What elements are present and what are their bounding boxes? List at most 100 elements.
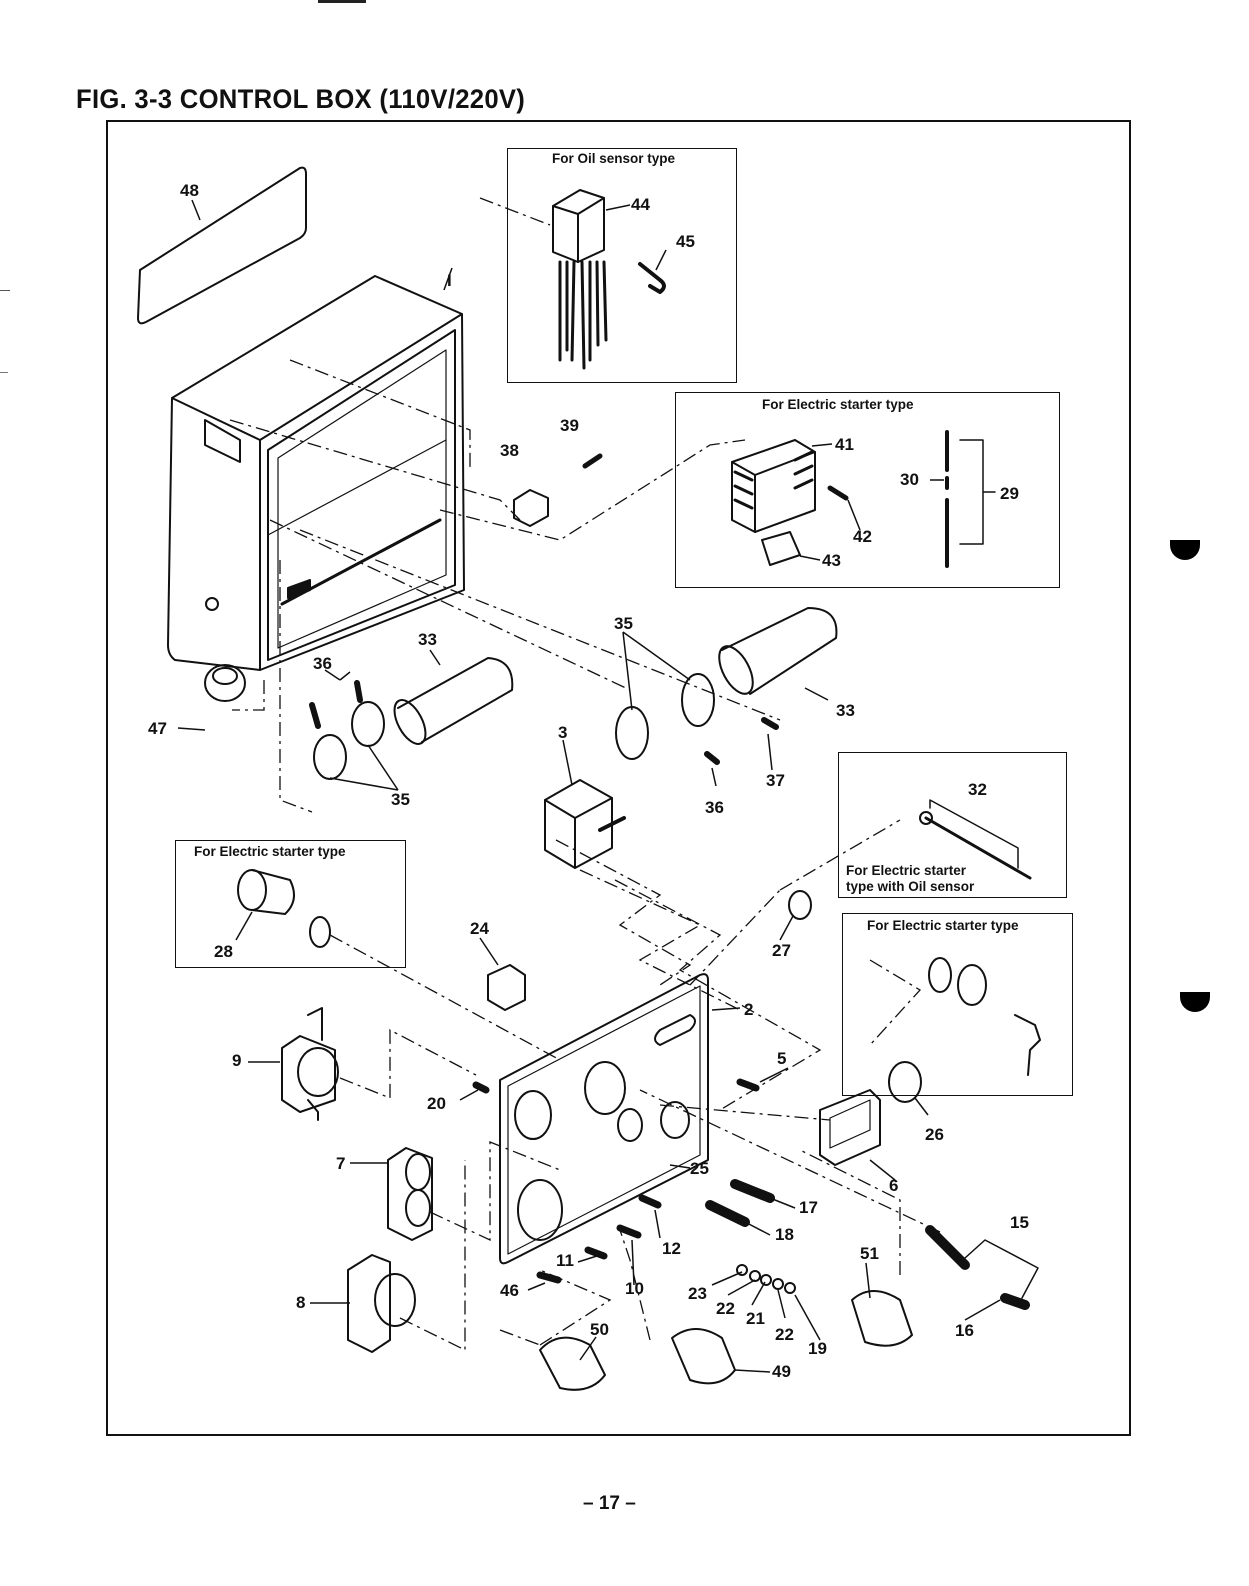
callout-7: 7 (336, 1154, 346, 1173)
fuse-holder-15 (925, 1225, 970, 1270)
wire-32 (924, 816, 1032, 880)
callout-35: 35 (391, 790, 410, 809)
key (1014, 1014, 1041, 1076)
rectifier-41 (731, 439, 816, 533)
callout-50: 50 (590, 1320, 609, 1339)
callout-3: 3 (558, 723, 568, 742)
terminal-38 (513, 489, 549, 527)
inset-electric-starter-oil-sensor: For Electric starter type with Oil senso… (838, 752, 1067, 898)
callout-29: 29 (1000, 484, 1019, 503)
callout-43: 43 (822, 551, 841, 570)
callout-28: 28 (214, 942, 233, 961)
binder-hole-mark (1180, 992, 1210, 1012)
receptacle-9 (281, 1007, 339, 1121)
callout-30: 30 (900, 470, 919, 489)
callout-44: 44 (631, 195, 650, 214)
callout-11: 11 (556, 1251, 574, 1270)
fuse-17 (730, 1179, 775, 1203)
callout-37: 37 (766, 771, 785, 790)
callout-33: 33 (418, 630, 437, 649)
connector-43 (761, 531, 801, 566)
band-35 (351, 701, 385, 747)
fuse-cap-16 (1000, 1293, 1030, 1310)
callout-1: I (447, 271, 452, 290)
binder-hole-mark (1170, 540, 1200, 560)
callout-23: 23 (688, 1284, 707, 1303)
label-plate-48 (137, 166, 307, 325)
knob-26 (888, 1061, 922, 1103)
margin-mark (0, 372, 8, 373)
inset-electric-starter-rectifier: For Electric starter type (675, 392, 1060, 588)
callout-32: 32 (968, 780, 987, 799)
key-switch-28 (237, 869, 331, 948)
inset-oil-sensor: For Oil sensor type (507, 148, 737, 383)
callout-36: 36 (705, 798, 724, 817)
top-edge-mark (318, 0, 366, 3)
band-35 (313, 734, 347, 780)
oil-sensor-unit-44 (552, 189, 608, 370)
callout-35: 35 (614, 614, 633, 633)
callout-9: 9 (232, 1051, 242, 1070)
callout-27: 27 (772, 941, 791, 960)
screw-39 (582, 453, 603, 469)
front-panel-2 (499, 973, 709, 1265)
inset-electric-starter-key-switch: For Electric starter type (175, 840, 406, 968)
callout-51: 51 (860, 1244, 879, 1263)
callout-49: 49 (772, 1362, 791, 1381)
inset-caption: For Electric starter type (867, 918, 1019, 933)
inset-caption-line2: type with Oil sensor (846, 879, 975, 894)
knob-27 (788, 890, 812, 920)
callout-17: 17 (799, 1198, 818, 1217)
callout-8: 8 (296, 1293, 306, 1312)
band-35 (615, 706, 649, 760)
margin-mark (0, 290, 10, 291)
band-35 (681, 673, 715, 727)
capacitor-33-right (718, 607, 838, 695)
capacitor-33-left (393, 657, 514, 745)
duplex-receptacle-7 (387, 1147, 433, 1241)
callout-33: 33 (836, 701, 855, 720)
callout-47: 47 (148, 719, 167, 738)
callout-12: 12 (662, 1239, 681, 1258)
screw-45 (638, 262, 666, 294)
callout-16: 16 (955, 1321, 974, 1340)
callout-20: 20 (427, 1094, 446, 1113)
fuse-18 (705, 1200, 750, 1227)
receptacle-50 (539, 1336, 606, 1391)
inset-electric-starter-key: For Electric starter type (842, 913, 1073, 1096)
screw-42 (827, 485, 849, 501)
receptacle-49 (671, 1328, 736, 1385)
callout-39: 39 (560, 416, 579, 435)
receptacle-51 (851, 1290, 913, 1347)
figure-title: FIG. 3-3 CONTROL BOX (110V/220V) (76, 84, 526, 114)
callout-42: 42 (853, 527, 872, 546)
inset-caption: For Oil sensor type (552, 151, 676, 166)
callout-26: 26 (925, 1125, 944, 1144)
callout-41: 41 (835, 435, 854, 454)
receptacle-8 (347, 1254, 416, 1353)
callout-36: 36 (313, 654, 332, 673)
diagram-frame (106, 120, 1131, 1436)
callout-19: 19 (808, 1339, 827, 1358)
callout-22: 22 (716, 1299, 735, 1318)
volt-meter-6 (819, 1089, 881, 1166)
inset-caption: For Electric starter type (194, 844, 346, 859)
callout-48: 48 (180, 181, 199, 200)
callout-18: 18 (775, 1225, 794, 1244)
inset-caption: For Electric starter type (762, 397, 914, 412)
circuit-breaker-3 (544, 779, 626, 869)
callout-46: 46 (500, 1281, 519, 1300)
grommet-47 (204, 664, 246, 702)
ignition-boot (928, 957, 952, 993)
callout-10: 10 (625, 1279, 644, 1298)
callout-25: 25 (690, 1159, 709, 1178)
callout-24: 24 (470, 919, 489, 938)
callout-2: 2 (744, 1000, 754, 1019)
callout-21: 21 (746, 1309, 765, 1328)
control-box-case-1 (167, 275, 465, 671)
callout-15: 15 (1010, 1213, 1029, 1232)
callout-38: 38 (500, 441, 519, 460)
inset-caption-line1: For Electric starter (846, 863, 967, 878)
callout-5: 5 (777, 1049, 787, 1068)
